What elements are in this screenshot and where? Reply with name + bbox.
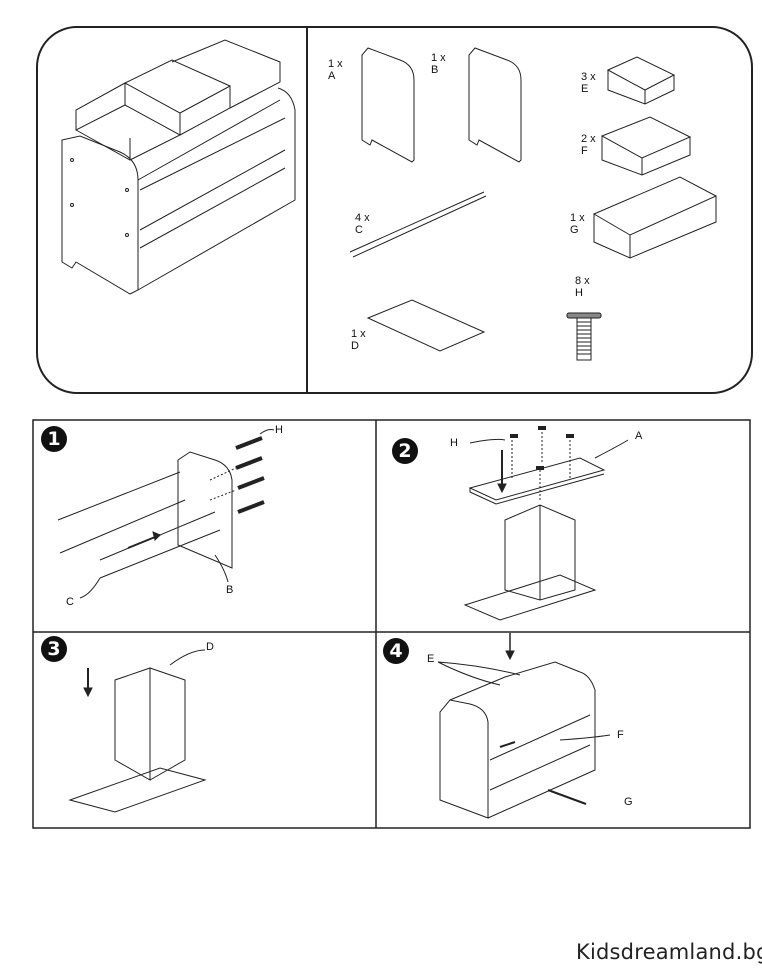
board-d-drawing (366, 299, 486, 352)
rod-c-drawing (349, 191, 487, 258)
step-1-badge: 1 (41, 426, 67, 452)
step-2-label-h: H (450, 437, 458, 449)
step-4-label-f: F (617, 729, 624, 741)
step-3-badge: 3 (41, 636, 67, 662)
screw-h-drawing (566, 312, 602, 361)
step-4-label-g: G (624, 796, 633, 808)
step-2-badge: 2 (392, 438, 418, 464)
step-3-drawing (68, 649, 207, 813)
box-e-drawing (606, 56, 676, 105)
step-1-drawing (57, 429, 275, 599)
step-4-label-e: E (427, 653, 435, 665)
step-4-badge: 4 (383, 638, 409, 664)
step-3-label-d: D (206, 641, 214, 653)
step-2-drawing (463, 426, 629, 621)
step-1-label-b: B (226, 584, 234, 596)
panel-a-drawing (361, 47, 415, 163)
assembled-unit-drawing (61, 39, 296, 295)
step-2-label-a: A (635, 430, 643, 442)
brand-footer: Kidsdreamland.bg (576, 940, 762, 964)
panel-b-drawing (468, 47, 522, 163)
step-1-label-c: C (66, 596, 74, 608)
step-1-label-h: H (275, 424, 283, 436)
parts-frame (36, 26, 753, 394)
box-g-drawing (592, 176, 718, 259)
step-4-drawing (437, 633, 611, 819)
steps-grid (32, 419, 751, 829)
box-f-drawing (600, 116, 692, 176)
